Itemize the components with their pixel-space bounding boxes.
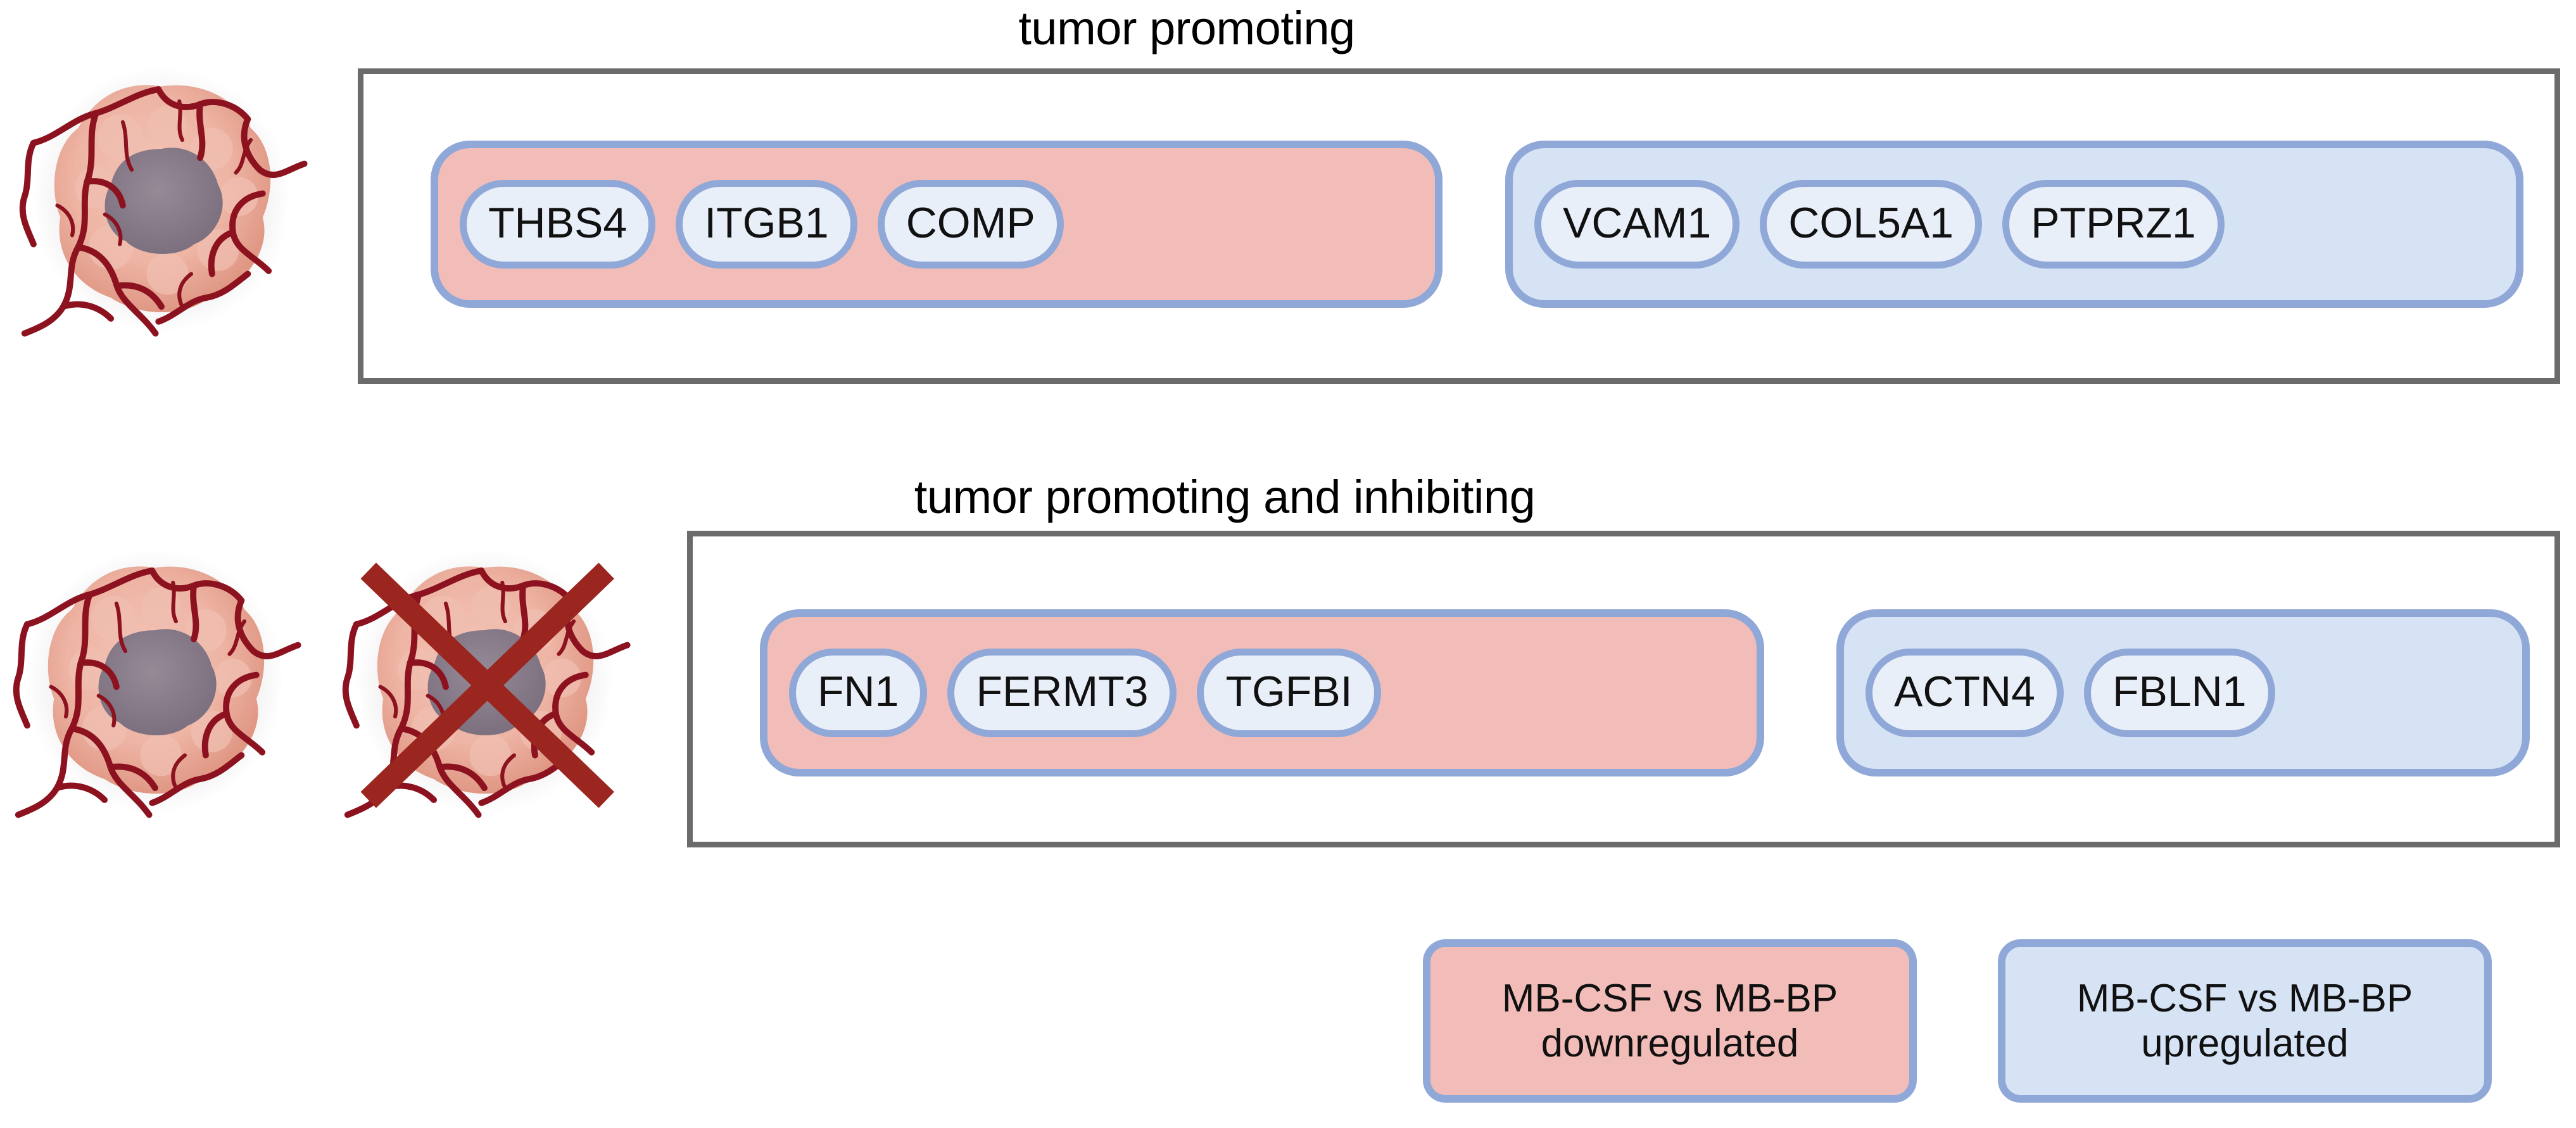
legend-line-2: upregulated	[2141, 1022, 2349, 1065]
gene-group-row2-downregulated: FN1 FERMT3 TGFBI	[760, 609, 1764, 776]
gene-pill[interactable]: COMP	[877, 180, 1064, 269]
vascularized-tumor-crossed-out-icon	[336, 532, 633, 830]
gene-label: ITGB1	[704, 199, 829, 247]
cross-out-icon	[360, 562, 614, 808]
gene-group-row1-downregulated: THBS4 ITGB1 COMP	[431, 141, 1443, 308]
gene-pill[interactable]: FBLN1	[2083, 649, 2275, 737]
gene-pill[interactable]: COL5A1	[1760, 180, 1983, 269]
gene-pill[interactable]: ACTN4	[1866, 649, 2064, 737]
section-title-tumor-promoting-and-inhibiting: tumor promoting and inhibiting	[914, 471, 1536, 523]
legend-line-2: downregulated	[1541, 1022, 1799, 1065]
gene-label: THBS4	[488, 199, 628, 247]
gene-label: ACTN4	[1894, 668, 2035, 716]
gene-pill[interactable]: ITGB1	[676, 180, 857, 269]
gene-pill[interactable]: FN1	[789, 649, 928, 737]
gene-pill[interactable]: THBS4	[460, 180, 656, 269]
gene-label: VCAM1	[1563, 199, 1712, 247]
gene-label: COMP	[906, 199, 1035, 247]
gene-group-row1-upregulated: VCAM1 COL5A1 PTPRZ1	[1505, 141, 2523, 308]
vascularized-tumor-icon	[6, 532, 304, 830]
legend-line-1: MB-CSF vs MB-BP	[1501, 976, 1838, 1020]
section-title-tumor-promoting: tumor promoting	[1018, 2, 1355, 54]
legend-line-1: MB-CSF vs MB-BP	[2076, 976, 2413, 1020]
gene-pill[interactable]: VCAM1	[1534, 180, 1740, 269]
gene-group-row2-upregulated: ACTN4 FBLN1	[1836, 609, 2530, 776]
gene-label: FERMT3	[976, 668, 1149, 716]
gene-pill[interactable]: PTPRZ1	[2002, 180, 2225, 269]
legend-downregulated: MB-CSF vs MB-BP downregulated	[1423, 939, 1917, 1103]
legend-upregulated: MB-CSF vs MB-BP upregulated	[1998, 939, 2492, 1103]
gene-label: FBLN1	[2112, 668, 2247, 716]
gene-label: FN1	[818, 668, 899, 716]
gene-label: COL5A1	[1788, 199, 1954, 247]
gene-pill[interactable]: FERMT3	[947, 649, 1177, 737]
gene-label: TGFBI	[1225, 668, 1353, 716]
vascularized-tumor-icon	[13, 51, 310, 348]
gene-label: PTPRZ1	[2031, 199, 2196, 247]
gene-pill[interactable]: TGFBI	[1197, 649, 1381, 737]
